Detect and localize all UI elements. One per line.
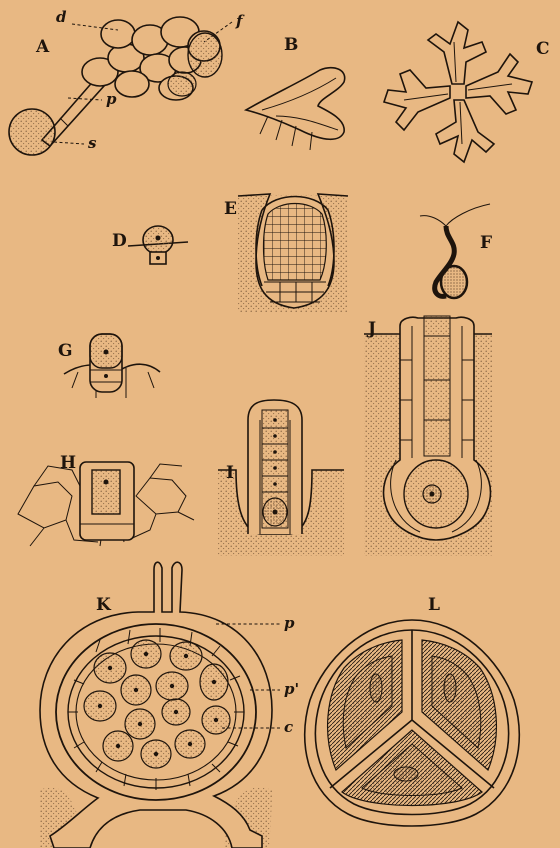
annotation-k-p-prime: p' [284, 680, 299, 698]
label-g: G [58, 341, 73, 361]
label-b: B [284, 35, 298, 55]
annotation-p: p [106, 90, 117, 108]
label-a: A [35, 37, 50, 57]
figure-i [218, 400, 344, 556]
figure-b [246, 68, 345, 150]
figure-l [305, 620, 520, 826]
label-e: E [224, 199, 237, 219]
figure-e [238, 194, 348, 312]
annotation-k-p: p [284, 614, 295, 632]
figure-k [40, 562, 280, 848]
figure-h [18, 462, 194, 546]
label-i: I [226, 463, 234, 483]
annotation-f: f [235, 12, 245, 30]
label-h: H [60, 453, 76, 473]
annotation-k-c: c [284, 718, 293, 736]
label-j: J [366, 319, 376, 339]
annotation-d: d [56, 8, 67, 26]
label-f: F [480, 233, 492, 253]
label-l: L [428, 595, 440, 615]
figure-d [128, 226, 188, 264]
figure-c [384, 22, 532, 162]
figure-j [364, 316, 492, 556]
label-k: K [96, 595, 112, 615]
label-d: D [112, 231, 127, 251]
figure-g [64, 334, 160, 398]
label-c: C [536, 39, 550, 59]
annotation-s: s [88, 134, 97, 152]
